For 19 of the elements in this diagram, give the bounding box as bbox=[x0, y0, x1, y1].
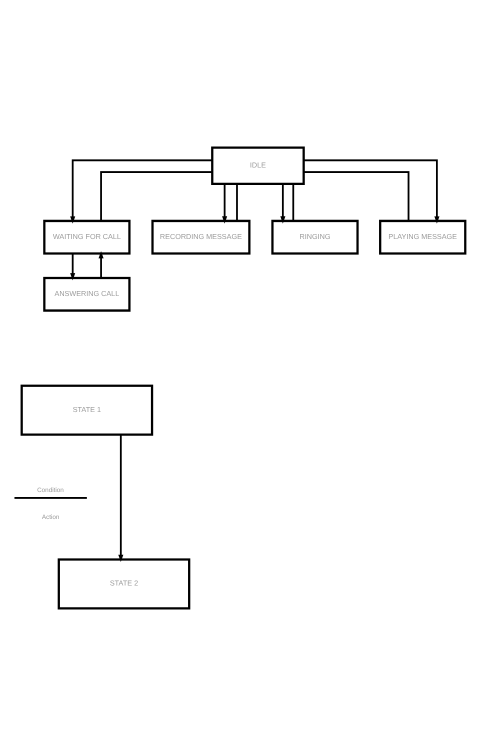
node-box: STATE 2 bbox=[58, 558, 190, 610]
node-box: IDLE bbox=[211, 146, 305, 185]
connector bbox=[292, 184, 294, 221]
connector bbox=[304, 171, 410, 221]
node-box: RINGING bbox=[271, 220, 359, 255]
arrow bbox=[222, 184, 228, 224]
node-box: STATE 1 bbox=[20, 384, 154, 436]
node-box: WAITING FOR CALL bbox=[43, 220, 131, 255]
connector bbox=[236, 184, 238, 221]
node-box: RECORDING MESSAGE bbox=[151, 220, 250, 255]
arrow bbox=[304, 159, 440, 224]
node-box: ANSWERING CALL bbox=[43, 276, 131, 312]
arrow bbox=[98, 251, 104, 278]
node-box: PLAYING MESSAGE bbox=[379, 220, 466, 255]
arrow bbox=[70, 254, 76, 280]
arrow bbox=[118, 434, 124, 562]
arrow bbox=[280, 184, 286, 224]
arrow bbox=[70, 159, 212, 224]
connector bbox=[100, 171, 212, 221]
